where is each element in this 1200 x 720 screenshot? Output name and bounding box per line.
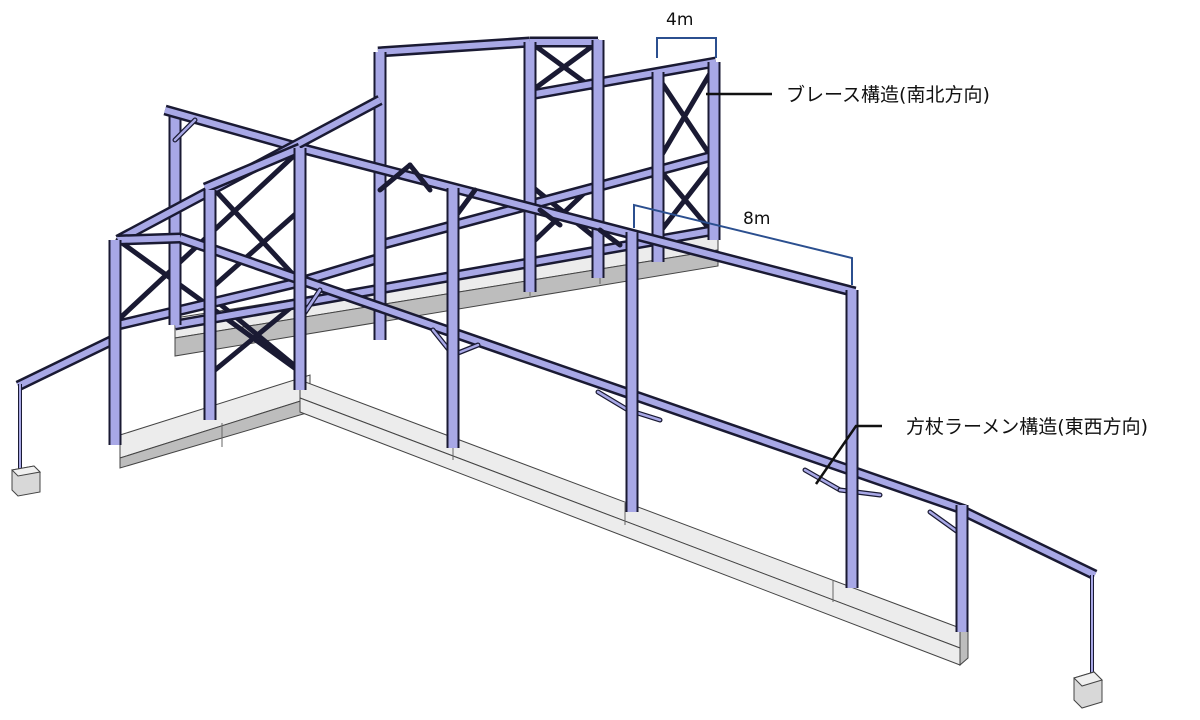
dimension-4m-label: 4m (666, 10, 694, 30)
annotation-rahmen-structure: 方杖ラーメン構造(東西方向) (906, 416, 1149, 438)
front-long-beam (117, 232, 967, 516)
knee-braces-upper (172, 117, 623, 248)
end-post-right (962, 507, 1103, 709)
upper-long-beam (115, 95, 857, 298)
back-columns (168, 40, 721, 340)
end-post-left (10, 333, 120, 497)
dimension-4m-bracket (656, 37, 717, 58)
dimension-8m-bracket (633, 203, 853, 285)
leader-rahmen (814, 424, 882, 485)
annotation-brace-structure: ブレース構造(南北方向) (786, 84, 990, 106)
dimension-8m-label: 8m (743, 209, 771, 229)
front-columns (108, 148, 969, 632)
